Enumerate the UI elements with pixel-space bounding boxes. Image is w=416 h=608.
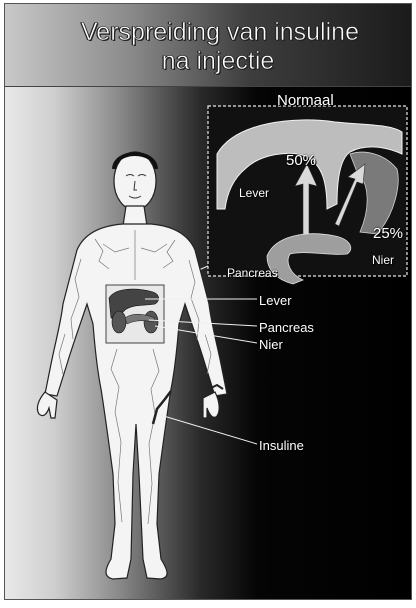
torso — [45, 224, 227, 579]
human-figure — [37, 152, 227, 579]
inset-pancreas-label: Pancreas — [227, 266, 278, 280]
anatomy-illustration — [5, 4, 411, 599]
kidney-organ-right — [144, 311, 158, 333]
inset-title: Normaal — [277, 92, 334, 109]
insulin-distribution-figure: Verspreiding van insuline na injectie — [4, 3, 412, 600]
inset-kidney-percent: 25% — [373, 225, 403, 242]
callout-kidney-label: Nier — [259, 337, 283, 352]
inset-liver-percent: 50% — [286, 152, 316, 169]
neck — [123, 206, 147, 226]
inset-kidney-label: Nier — [372, 253, 394, 267]
inset-liver-label: Lever — [239, 186, 269, 200]
right-hand — [203, 392, 219, 418]
callout-pancreas-label: Pancreas — [259, 320, 314, 335]
kidney-organ-left — [112, 311, 126, 333]
callout-liver-label: Lever — [259, 293, 292, 308]
callout-insulin-label: Insuline — [259, 438, 304, 453]
